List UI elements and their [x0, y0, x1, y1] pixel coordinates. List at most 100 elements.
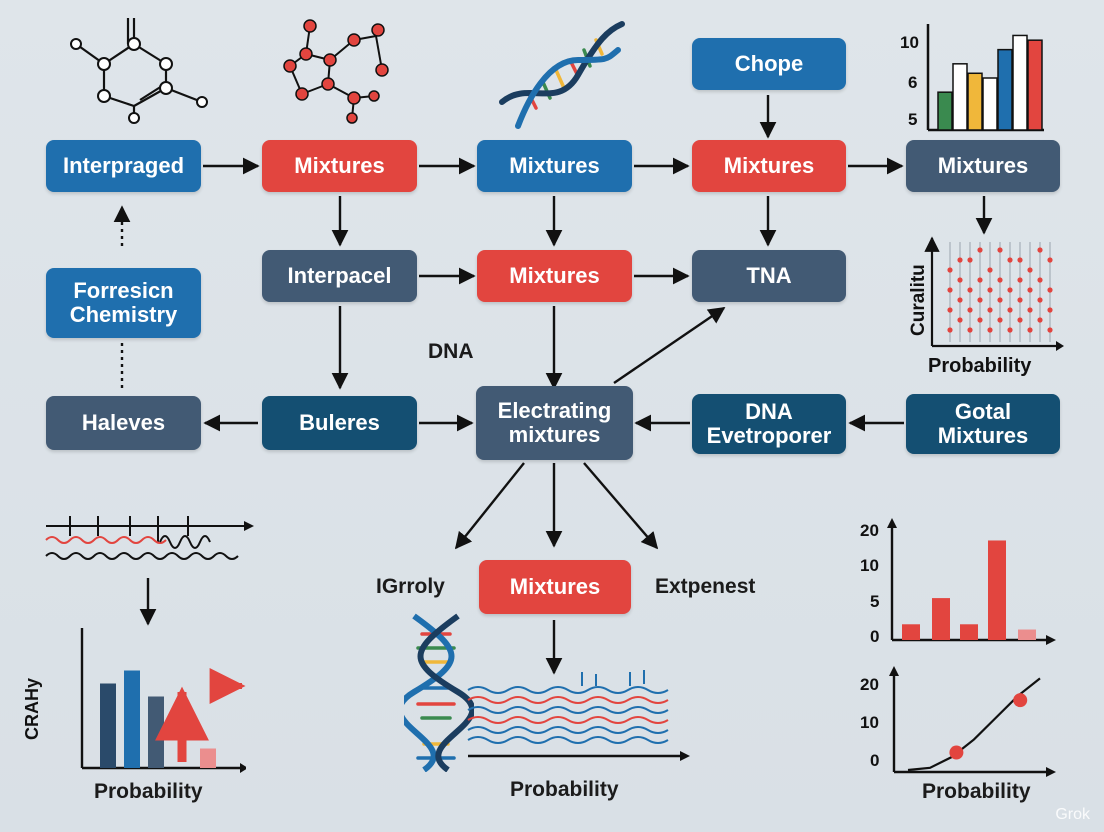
bar — [1012, 34, 1028, 131]
scatter-point — [947, 287, 953, 293]
scatter-point — [967, 307, 973, 313]
bottom-right-line-chart: 20 10 0 — [860, 666, 1056, 777]
scatter-point — [1027, 327, 1033, 333]
node-label-line1: Forresicn — [73, 278, 174, 303]
scatter-point — [947, 307, 953, 313]
scatter-point — [1007, 307, 1013, 313]
bar — [988, 540, 1006, 640]
label-extpenest: Extpenest — [655, 575, 756, 598]
ytick-label: 5 — [908, 110, 917, 129]
scatter-point — [1037, 277, 1043, 283]
node-label-line1: DNA — [745, 399, 793, 424]
node-tna[interactable]: TNA — [692, 250, 846, 302]
crahy-bar-chart: CRAHy — [22, 628, 246, 773]
scatter-point — [1037, 297, 1043, 303]
scatter-point — [1027, 267, 1033, 273]
scatter-point — [997, 317, 1003, 323]
scatter-point — [1017, 277, 1023, 283]
bottom-right-bar-chart: 20 10 5 0 — [860, 518, 1056, 646]
node-buleres[interactable]: Buleres — [262, 396, 417, 450]
dna-helix-icon — [499, 21, 625, 129]
molecule-hexagon-icon — [70, 18, 208, 124]
bar — [124, 670, 140, 768]
arrow-electrating-right — [583, 462, 659, 550]
bar — [952, 63, 968, 131]
node-label: Mixtures — [294, 153, 385, 178]
scatter-point — [977, 297, 983, 303]
scatter-point — [997, 297, 1003, 303]
node-electrating-mixtures[interactable]: Electrating mixtures — [476, 386, 633, 460]
ytick-label: 0 — [870, 627, 879, 646]
ytick-label: 6 — [908, 73, 917, 92]
scatter-point — [987, 267, 993, 273]
node-interpraged[interactable]: Interpraged — [46, 140, 201, 192]
node-haleves[interactable]: Haleves — [46, 396, 201, 450]
bar — [902, 624, 920, 640]
scatter-point — [987, 307, 993, 313]
signal-waves-chart — [467, 670, 690, 761]
node-interpacel[interactable]: Interpacel — [262, 250, 417, 302]
node-mixtures-row1-b[interactable]: Mixtures — [477, 140, 632, 192]
ytick-label: 10 — [860, 713, 879, 732]
crahy-x-axis-label: Probability — [94, 780, 203, 803]
x-axis-label: Probability — [928, 355, 1032, 377]
node-chope[interactable]: Chope — [692, 38, 846, 90]
node-mixtures-row1-d[interactable]: Mixtures — [906, 140, 1060, 192]
scatter-point — [1047, 287, 1053, 293]
node-gotal-mixtures[interactable]: Gotal Mixtures — [906, 394, 1060, 454]
scatter-point — [1017, 297, 1023, 303]
bar — [1027, 39, 1043, 131]
arrow-electrating-to-tna — [613, 307, 726, 384]
y-axis-label: CRAHy — [22, 678, 42, 740]
signal-trace-icon — [45, 516, 254, 560]
node-label: Chope — [734, 51, 804, 76]
bar — [932, 598, 950, 640]
scatter-point — [1047, 257, 1053, 263]
scatter-point — [957, 317, 963, 323]
node-mixtures-row1-c[interactable]: Mixtures — [692, 140, 846, 192]
node-label: Mixtures — [723, 153, 815, 178]
label-igrroly: IGrroly — [376, 575, 445, 598]
highlight-point — [1013, 693, 1028, 708]
center-x-axis-label: Probability — [510, 778, 619, 801]
scatter-point — [957, 277, 963, 283]
node-dna-evetroporer[interactable]: DNA Evetroporer — [692, 394, 846, 454]
node-mixtures-bottom[interactable]: Mixtures — [479, 560, 631, 614]
scatter-point — [967, 327, 973, 333]
scatter-point — [1027, 307, 1033, 313]
ytick-label: 20 — [860, 675, 879, 694]
watermark: Grok — [1055, 806, 1090, 823]
bar — [967, 72, 983, 131]
node-label-line2: Chemistry — [69, 302, 178, 327]
scatter-point — [947, 327, 953, 333]
bar — [148, 696, 164, 768]
node-label: Interpraged — [62, 153, 185, 178]
highlight-point — [949, 745, 964, 760]
scatter-point — [1017, 317, 1023, 323]
scatter-point — [1007, 287, 1013, 293]
y-axis-label: Curalitu — [908, 264, 929, 336]
node-label-line2: Evetroporer — [706, 423, 832, 448]
node-mixtures-row1-a[interactable]: Mixtures — [262, 140, 417, 192]
scatter-point — [977, 247, 983, 253]
node-label: Mixtures — [509, 153, 600, 178]
scatter-point — [947, 267, 953, 273]
node-label: Haleves — [81, 410, 166, 435]
ytick-label: 0 — [870, 751, 879, 770]
dna-helix-vertical-icon — [404, 613, 474, 772]
node-label: TNA — [746, 263, 792, 288]
node-mixtures-row2[interactable]: Mixtures — [477, 250, 632, 302]
node-label-line1: Electrating — [497, 398, 612, 423]
ytick-label: 5 — [870, 592, 879, 611]
node-forensic-chemistry[interactable]: Forresicn Chemistry — [46, 268, 201, 338]
label-dna: DNA — [428, 340, 474, 363]
node-label: Buleres — [299, 410, 380, 435]
series-line — [907, 677, 1041, 772]
node-label-line1: Gotal — [954, 399, 1012, 424]
ytick-label: 10 — [900, 33, 919, 52]
arrow-electrating-left — [454, 462, 525, 550]
scatter-point — [967, 287, 973, 293]
molecule-network-icon — [283, 19, 389, 124]
scatter-point — [1007, 327, 1013, 333]
